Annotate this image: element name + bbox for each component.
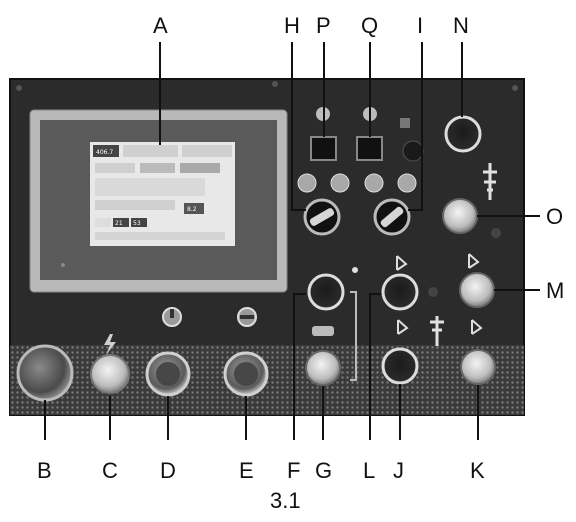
callout-c: C xyxy=(102,458,118,483)
callout-l: L xyxy=(363,458,375,483)
lightning-icon xyxy=(104,334,116,355)
screen-header-value: 406.7 xyxy=(96,149,113,156)
callout-n: N xyxy=(453,13,469,38)
door-icon xyxy=(396,255,408,271)
callout-k: K xyxy=(470,458,485,483)
leader-l xyxy=(369,293,381,440)
button-m[interactable] xyxy=(459,272,495,308)
button-n[interactable] xyxy=(444,115,482,153)
symbol-lamp-3 xyxy=(364,173,384,193)
led-icon xyxy=(61,263,65,267)
callout-f: F xyxy=(287,458,300,483)
screen-header-box xyxy=(93,145,119,157)
button-o[interactable] xyxy=(442,198,478,234)
button-k[interactable] xyxy=(460,349,496,385)
screen-field xyxy=(95,178,205,196)
minus-icon-bar xyxy=(240,315,254,319)
selector-knob-i-grip xyxy=(380,206,404,228)
screen-badge-value: 8.2 xyxy=(187,206,197,213)
symbol-lamp-2 xyxy=(330,173,350,193)
indicator-lamp-small xyxy=(491,228,501,238)
screw-icon xyxy=(272,81,278,87)
indicator-lamp xyxy=(402,140,424,162)
callout-g: G xyxy=(315,458,332,483)
emergency-stop-button[interactable] xyxy=(16,344,74,402)
symbol-lamp-1 xyxy=(297,173,317,193)
tray-icon xyxy=(312,326,334,336)
callout-q: Q xyxy=(361,13,378,38)
switch-p[interactable] xyxy=(310,136,337,161)
screen-value-box xyxy=(113,218,129,227)
door-icon xyxy=(471,319,483,335)
lift-icon xyxy=(483,163,497,200)
callout-a: A xyxy=(153,13,168,38)
arrow-icon xyxy=(430,316,444,346)
screen-tab xyxy=(182,145,232,157)
screen-small-value: 53 xyxy=(133,220,141,227)
callout-d: D xyxy=(160,458,176,483)
button-d-cap xyxy=(156,362,180,386)
indicator-lamp-small xyxy=(428,287,438,297)
callout-leaders xyxy=(44,42,540,440)
callout-labels: A B C D E F G H I J K L M N O P Q xyxy=(37,13,564,483)
symbol-lamp-4 xyxy=(397,173,417,193)
callout-b: B xyxy=(37,458,52,483)
callout-h: H xyxy=(284,13,300,38)
screen-value-box xyxy=(131,218,147,227)
screen-tab xyxy=(123,145,178,157)
upper-middle-controls xyxy=(297,107,424,236)
screw-icon xyxy=(512,85,518,91)
screen-field xyxy=(180,163,220,173)
mains-lamp-button[interactable] xyxy=(90,354,130,394)
tool-icon xyxy=(400,118,410,128)
touch-screen: 406.7 8.2 21 53 xyxy=(29,109,288,293)
screen-status-bar xyxy=(95,232,225,240)
screw-icon xyxy=(16,85,22,91)
button-l[interactable] xyxy=(381,273,419,311)
callout-p: P xyxy=(316,13,331,38)
switch-q[interactable] xyxy=(356,136,383,161)
door-icon xyxy=(468,253,480,269)
selector-knob-h-grip xyxy=(309,208,335,226)
screen-field xyxy=(95,218,111,227)
door-icon xyxy=(397,319,409,335)
callout-e: E xyxy=(239,458,254,483)
screen-field xyxy=(95,200,175,210)
button-e-cap xyxy=(234,362,258,386)
callout-i: I xyxy=(417,13,423,38)
right-column-controls xyxy=(442,115,501,385)
button-j[interactable] xyxy=(381,347,419,385)
screen-small-value: 21 xyxy=(115,220,123,227)
figure-caption: 3.1 xyxy=(270,488,301,513)
leader-i xyxy=(408,42,423,211)
button-f[interactable] xyxy=(307,273,345,311)
bottom-row-controls xyxy=(16,307,269,402)
callout-o: O xyxy=(546,204,563,229)
led-icon xyxy=(352,267,358,273)
button-g[interactable] xyxy=(305,350,341,386)
screen-badge xyxy=(184,203,204,214)
leader-f xyxy=(293,293,306,440)
lower-middle-controls xyxy=(305,255,444,386)
callout-m: M xyxy=(546,278,564,303)
bracket-line xyxy=(350,291,357,381)
screen-field xyxy=(95,163,135,173)
mains-icon-bar xyxy=(170,309,174,318)
callout-j: J xyxy=(393,458,404,483)
leader-h xyxy=(291,42,306,211)
screen-field xyxy=(140,163,175,173)
